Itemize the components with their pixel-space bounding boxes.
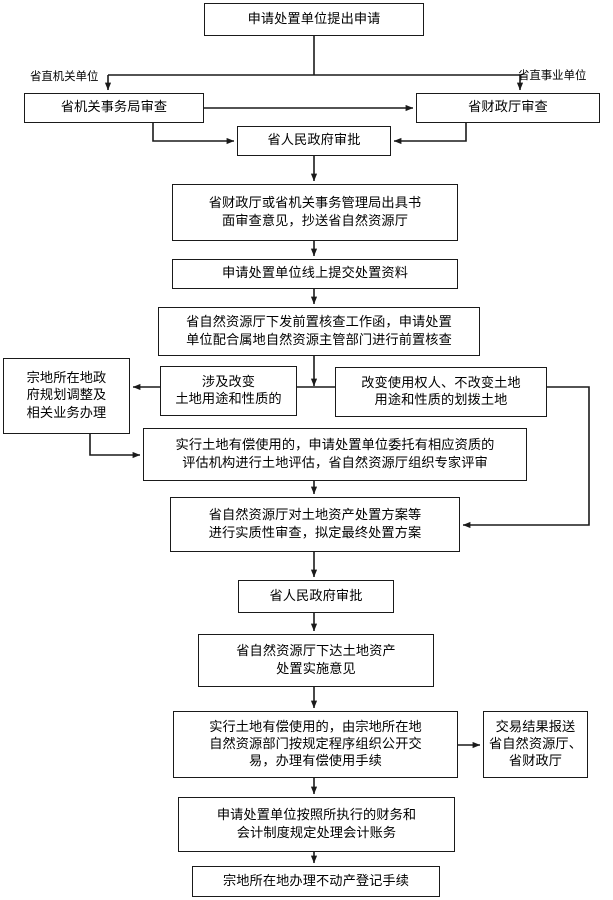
- node-change-user-allocated-land-branch[interactable]: 改变使用权人、不改变土地 用途和性质的划拨土地: [335, 367, 547, 417]
- node-finance-dept-review[interactable]: 省财政厅审查: [416, 93, 600, 123]
- node-local-govt-planning-adjust[interactable]: 宗地所在地政 府规划调整及 相关业务办理: [3, 358, 130, 434]
- node-accounting-treatment[interactable]: 申请处置单位按照所执行的财务和 会计制度规定处理会计账务: [178, 797, 455, 852]
- node-report-transaction-result[interactable]: 交易结果报送 省自然资源厅、 省财政厅: [483, 711, 588, 778]
- edge-label-provincial-agency-unit: 省直机关单位: [30, 69, 99, 83]
- node-land-appraisal[interactable]: 实行土地有偿使用的，申请处置单位委托有相应资质的 评估机构进行土地评估，省自然资…: [143, 428, 527, 481]
- edge-n2-n4: [152, 123, 235, 145]
- node-property-registration[interactable]: 宗地所在地办理不动产登记手续: [192, 866, 440, 897]
- node-apply-submit[interactable]: 申请处置单位提出申请: [204, 3, 424, 36]
- edge-n3-n4: [393, 123, 467, 145]
- node-written-review-opinion[interactable]: 省财政厅或省机关事务管理局出具书 面审查意见，抄送省自然资源厅: [172, 184, 458, 241]
- edge-label-provincial-institution-unit: 省直事业单位: [518, 68, 587, 82]
- node-change-land-use-branch[interactable]: 涉及改变 土地用途和性质的: [160, 366, 297, 416]
- node-issue-implementation-opinion[interactable]: 省自然资源厅下达土地资产 处置实施意见: [198, 634, 434, 687]
- edge-n8-n11: [89, 434, 141, 459]
- node-online-submit-materials[interactable]: 申请处置单位线上提交处置资料: [172, 259, 458, 289]
- node-public-transaction[interactable]: 实行土地有偿使用的，由宗地所在地 自然资源部门按规定程序组织公开交 易，办理有偿…: [173, 711, 458, 778]
- node-substantive-review[interactable]: 省自然资源厅对土地资产处置方案等 进行实质性审查，拟定最终处置方案: [170, 497, 460, 552]
- node-provincial-govt-approval-2[interactable]: 省人民政府审批: [238, 580, 394, 613]
- node-provincial-govt-approval-1[interactable]: 省人民政府审批: [237, 126, 391, 156]
- node-provincial-agency-review[interactable]: 省机关事务局审查: [24, 93, 204, 123]
- node-pre-verification-letter[interactable]: 省自然资源厅下发前置核查工作函，申请处置 单位配合属地自然资源主管部门进行前置核…: [158, 307, 480, 356]
